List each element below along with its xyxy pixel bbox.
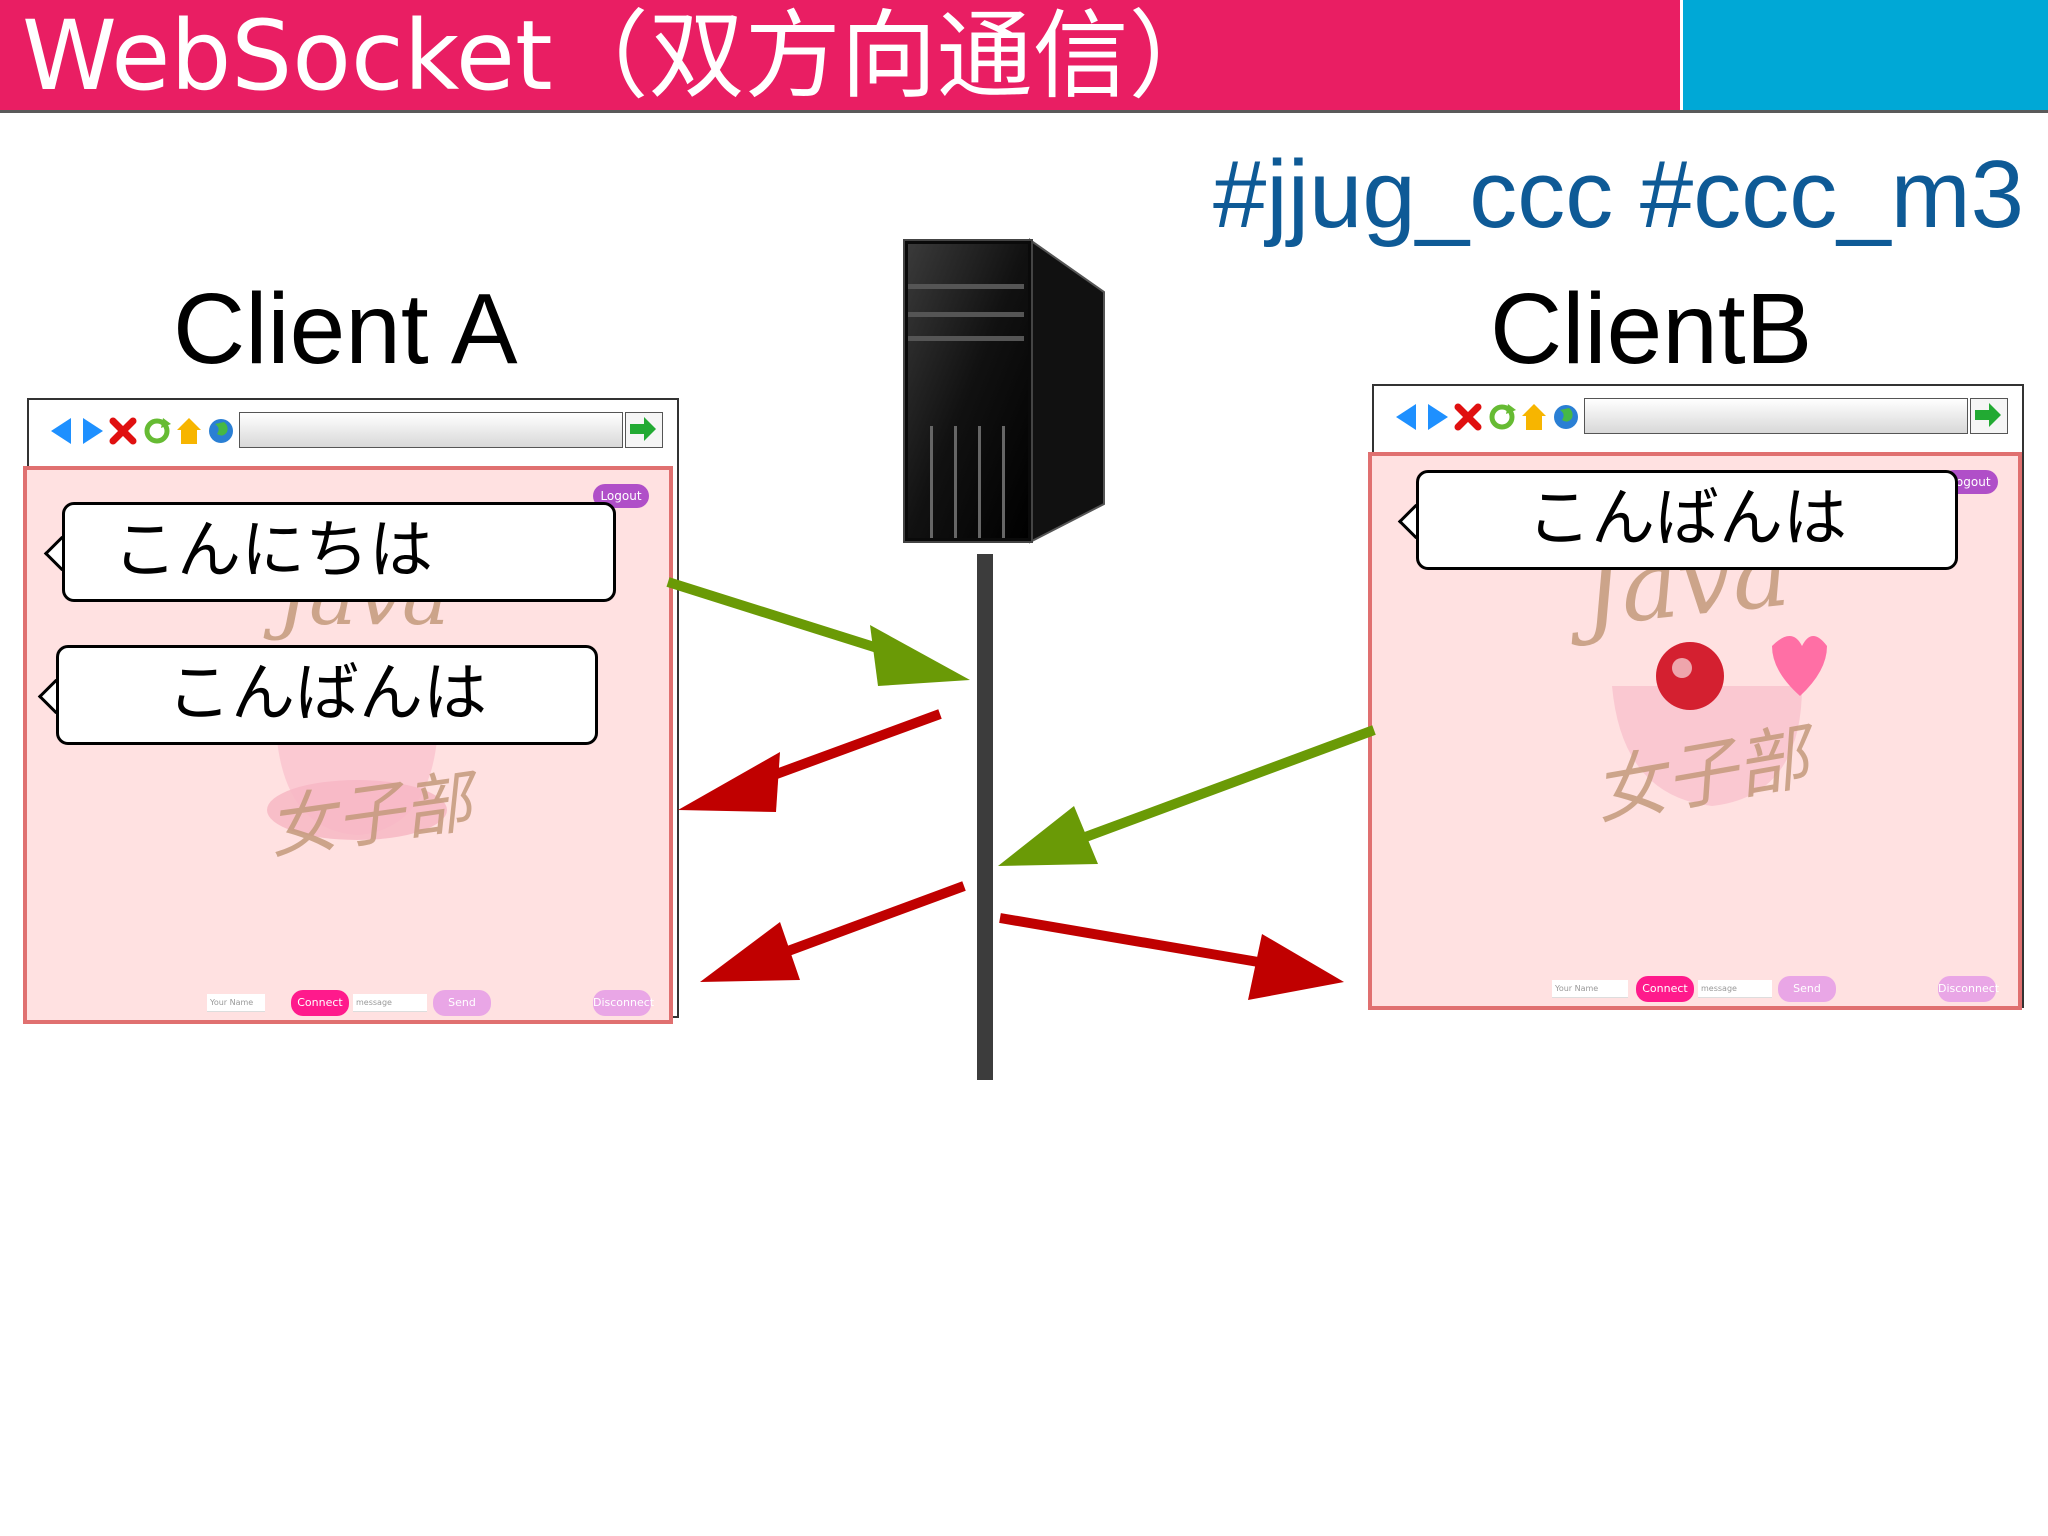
hashtag-text: #jjug_ccc #ccc_m3 xyxy=(1212,141,2024,248)
home-icon[interactable] xyxy=(175,416,203,446)
connect-button[interactable]: Connect xyxy=(291,990,349,1016)
bubble-text: こんばんは xyxy=(167,657,487,731)
home-icon[interactable] xyxy=(1520,402,1548,432)
server-tower-icon xyxy=(903,238,1105,544)
forward-arrow-icon[interactable] xyxy=(1424,402,1452,432)
globe-icon xyxy=(209,419,233,443)
logo-cup-shape xyxy=(1612,636,1827,806)
speech-bubble-evening: こんばんは xyxy=(1416,470,1958,570)
back-arrow-icon[interactable] xyxy=(1392,402,1420,432)
logo-cup-shape xyxy=(267,740,447,840)
title-bar xyxy=(0,0,1680,110)
stop-icon[interactable] xyxy=(1454,402,1482,432)
message-input[interactable]: message xyxy=(1698,980,1772,998)
disconnect-button[interactable]: Disconnect xyxy=(593,990,654,1016)
browser-toolbar xyxy=(1374,386,2022,444)
your-name-input[interactable]: Your Name xyxy=(207,994,265,1012)
arrow-server-to-a-first xyxy=(678,709,942,812)
address-bar[interactable] xyxy=(1584,398,1968,434)
reload-icon[interactable] xyxy=(1488,402,1516,432)
title-underline xyxy=(0,110,2048,113)
go-button[interactable] xyxy=(625,412,663,448)
arrow-b-to-server xyxy=(998,725,1376,866)
forward-arrow-icon[interactable] xyxy=(79,416,107,446)
browser-toolbar xyxy=(29,400,677,458)
address-bar[interactable] xyxy=(239,412,623,448)
send-button[interactable]: Send xyxy=(1778,976,1836,1002)
connect-button[interactable]: Connect xyxy=(1636,976,1694,1002)
speech-bubble-greeting: こんにちは xyxy=(62,502,616,602)
arrow-server-to-a-second xyxy=(700,881,966,982)
java-girls-logo: Java 女子部 xyxy=(1572,515,1852,835)
message-input[interactable]: message xyxy=(353,994,427,1012)
send-button[interactable]: Send xyxy=(433,990,491,1016)
go-arrow-icon xyxy=(630,417,656,441)
arrow-a-to-server xyxy=(666,577,970,686)
bubble-text: こんにちは xyxy=(113,514,433,588)
go-button[interactable] xyxy=(1970,398,2008,434)
arrow-server-to-b xyxy=(999,913,1344,1000)
client-a-label: Client A xyxy=(173,273,518,385)
go-arrow-icon xyxy=(1975,403,2001,427)
disconnect-button[interactable]: Disconnect xyxy=(1938,976,1999,1002)
title-accent-block xyxy=(1683,0,2048,110)
server-connection-pole xyxy=(977,554,993,1080)
bubble-text: こんばんは xyxy=(1527,482,1847,556)
client-b-label: ClientB xyxy=(1490,273,1813,385)
stop-icon[interactable] xyxy=(109,416,137,446)
your-name-input[interactable]: Your Name xyxy=(1552,980,1628,998)
globe-icon xyxy=(1554,405,1578,429)
back-arrow-icon[interactable] xyxy=(47,416,75,446)
slide-title: WebSocket（双方向通信） xyxy=(22,0,1225,112)
reload-icon[interactable] xyxy=(143,416,171,446)
speech-bubble-evening: こんばんは xyxy=(56,645,598,745)
